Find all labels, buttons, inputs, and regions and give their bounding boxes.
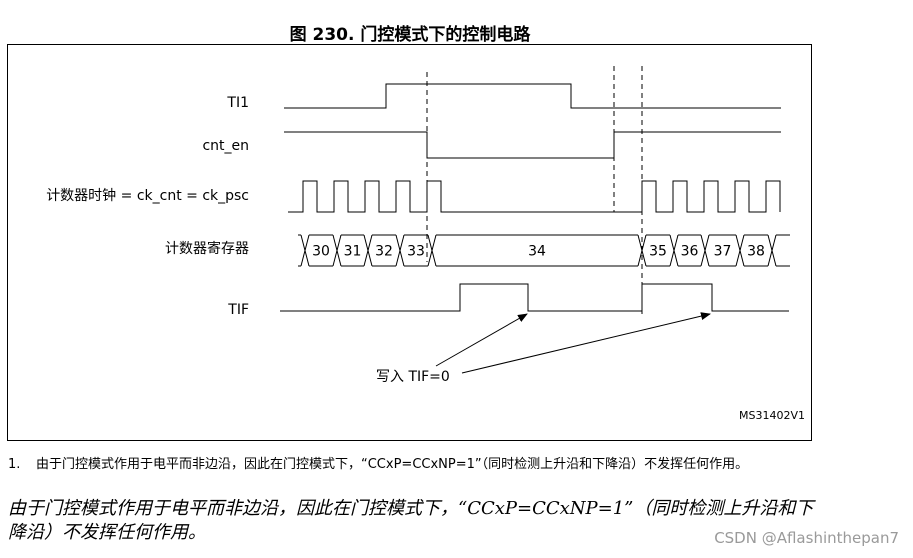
label-counter: 计数器寄存器 xyxy=(165,240,249,257)
ti1-waveform xyxy=(284,83,781,109)
csdn-watermark: CSDN @Aflashinthepan7 xyxy=(714,529,899,547)
arrow-to-second-clear xyxy=(461,312,711,374)
counter-value: 36 xyxy=(681,244,699,260)
counter-value: 38 xyxy=(747,244,765,260)
counter-value: 33 xyxy=(407,244,425,260)
arrow-to-first-clear xyxy=(435,313,528,367)
label-clock: 计数器时钟 = ck_cnt = ck_psc xyxy=(46,187,249,204)
footnote-number: 1. xyxy=(8,457,21,472)
figure-code: MS31402V1 xyxy=(739,409,805,422)
bus-transition xyxy=(427,234,437,267)
counter-value: 34 xyxy=(528,244,546,260)
counter-value: 30 xyxy=(312,244,330,260)
figure-title: 图 230. 门控模式下的控制电路 xyxy=(289,25,531,45)
bus-transition xyxy=(332,234,342,267)
footnote-text: 由于门控模式作用于电平而非边沿，因此在门控模式下，“CCxP=CCxNP=1”（… xyxy=(36,457,749,472)
cnt-en-waveform xyxy=(284,131,781,159)
bus-transition xyxy=(700,234,710,267)
bus-transition xyxy=(395,234,405,267)
counter-value: 32 xyxy=(375,244,393,260)
counter-bus xyxy=(298,234,790,267)
diagram-frame xyxy=(7,44,812,441)
label-cnt-en: cnt_en xyxy=(202,138,249,154)
bus-transition xyxy=(735,234,745,267)
dashed-guides xyxy=(426,66,643,318)
bus-transition xyxy=(767,234,777,267)
counter-value: 35 xyxy=(649,244,667,260)
counter-value: 31 xyxy=(344,244,362,260)
bus-transition xyxy=(300,234,310,267)
tif-waveform xyxy=(280,283,789,312)
clock-waveform xyxy=(288,180,781,213)
caption-text: 由于门控模式作用于电平而非边沿，因此在门控模式下，“CCxP=CCxNP=1”（… xyxy=(8,498,814,543)
label-tif: TIF xyxy=(227,302,249,318)
counter-value: 37 xyxy=(714,244,732,260)
bus-transition xyxy=(637,234,647,267)
counter-values: 30 31 32 33 34 35 36 37 38 xyxy=(312,244,765,260)
write-tif-annotation: 写入 TIF=0 xyxy=(376,369,450,385)
label-ti1: TI1 xyxy=(226,95,249,111)
bus-transition xyxy=(669,234,679,267)
bus-transition xyxy=(363,234,373,267)
